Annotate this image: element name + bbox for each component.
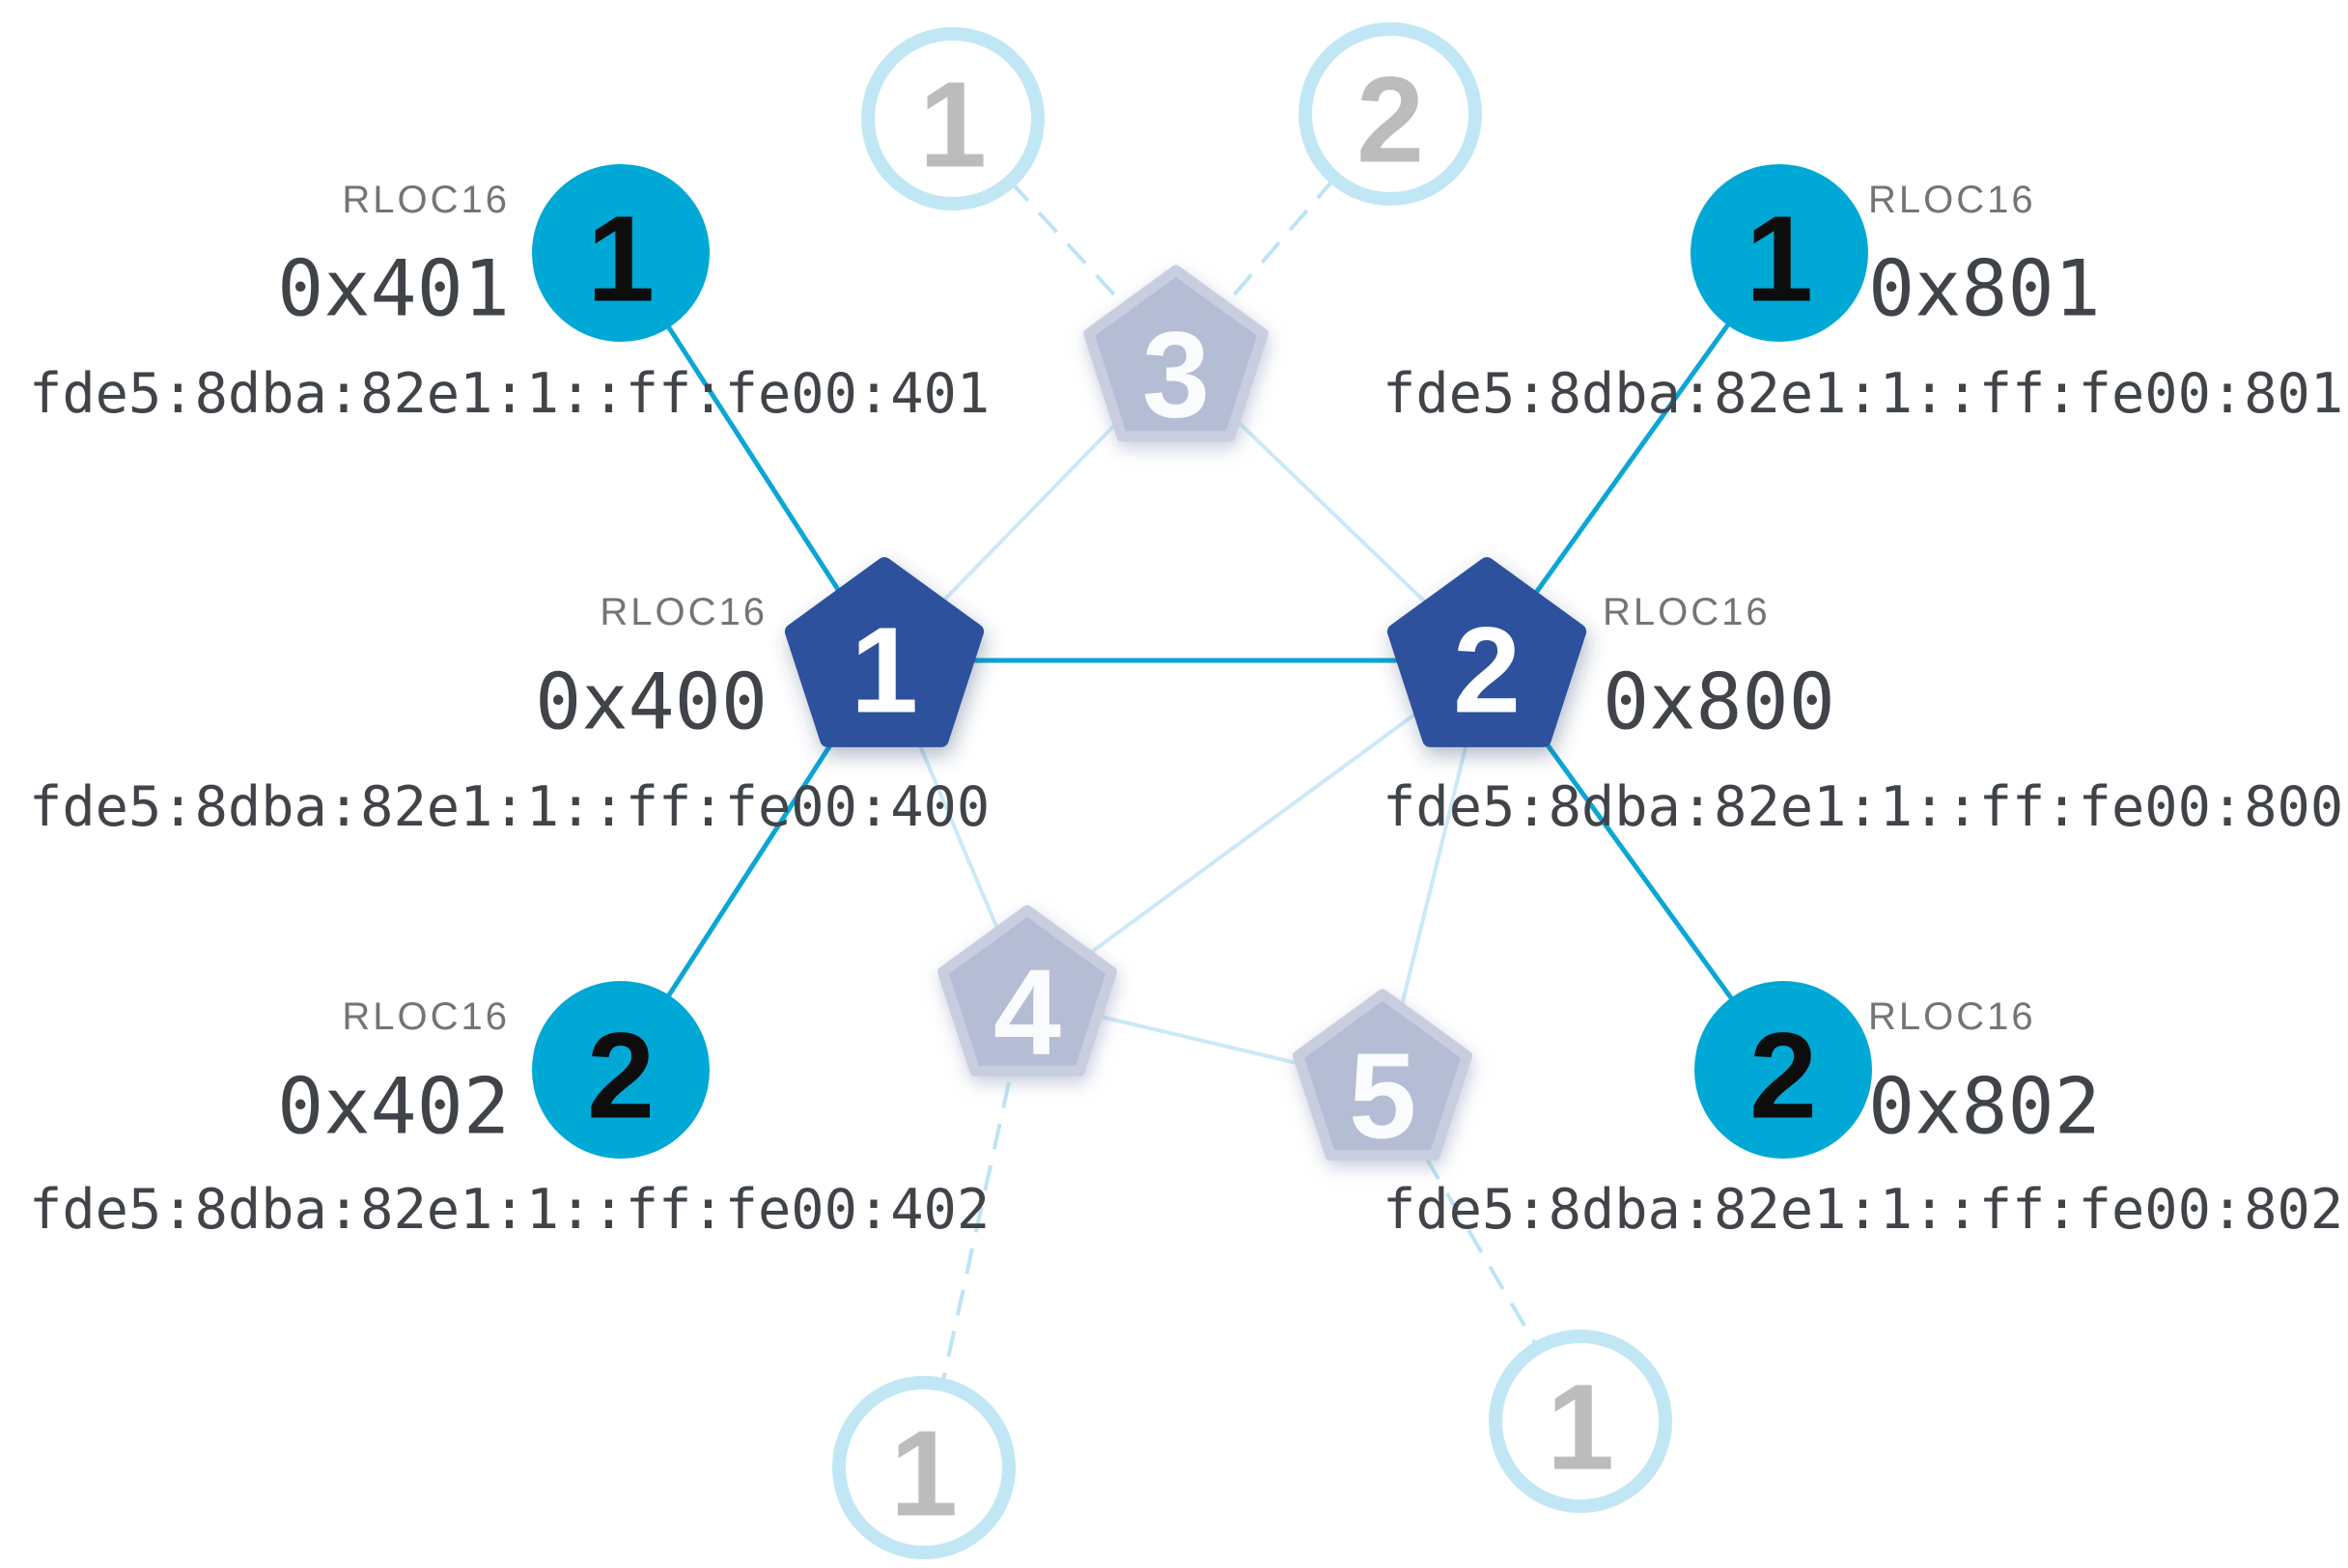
rloc16-value-401: 0x401 — [277, 244, 510, 334]
ipv6-address-802: fde5:8dba:82e1:1::ff:fe00:802 — [1383, 1178, 2343, 1242]
faded-child-node-top-right — [1299, 22, 1482, 206]
child-number-801: 1 — [1746, 191, 1813, 327]
child-node-801 — [1691, 164, 1868, 342]
router-number-5: 5 — [1349, 1028, 1416, 1164]
child-node-802 — [1694, 981, 1872, 1159]
router-node-5 — [1293, 989, 1472, 1161]
ipv6-address-402: fde5:8dba:82e1:1::ff:fe00:402 — [29, 1178, 990, 1242]
router-number-4: 4 — [993, 944, 1061, 1080]
router-node-2 — [1386, 557, 1587, 747]
ipv6-address-801: fde5:8dba:82e1:1::ff:fe00:801 — [1383, 362, 2343, 426]
rloc16-caption-800: RLOC16 — [1603, 591, 1771, 633]
router-number-3: 3 — [1142, 307, 1210, 443]
link-router2-router4 — [1025, 659, 1489, 1001]
child-node-402 — [532, 981, 710, 1159]
router-node-4 — [937, 905, 1117, 1077]
router-node-3 — [1083, 265, 1269, 442]
child-number-802: 2 — [1749, 1008, 1817, 1144]
faded-child-number: 1 — [890, 1406, 958, 1542]
rloc16-value-800: 0x800 — [1603, 658, 1835, 747]
rloc16-value-400: 0x400 — [535, 658, 768, 747]
child-number-401: 1 — [587, 191, 655, 327]
faded-child-node-bottom-left — [832, 1376, 1016, 1559]
faded-child-number: 1 — [1547, 1359, 1614, 1496]
ipv6-address-800: fde5:8dba:82e1:1::ff:fe00:800 — [1383, 775, 2343, 839]
rloc16-caption-400: RLOC16 — [600, 591, 768, 633]
faded-child-number: 2 — [1356, 52, 1424, 188]
child-number-402: 2 — [587, 1008, 655, 1144]
rloc16-value-402: 0x402 — [277, 1062, 510, 1152]
rloc16-caption-402: RLOC16 — [342, 995, 510, 1038]
faded-child-node-bottom-right — [1489, 1330, 1672, 1513]
child-node-401 — [532, 164, 710, 342]
faded-child-number: 1 — [919, 57, 987, 193]
router-number-1: 1 — [851, 602, 918, 739]
mesh-nodes — [532, 22, 1872, 1559]
rloc16-caption-801: RLOC16 — [1868, 179, 2036, 221]
ipv6-address-401: fde5:8dba:82e1:1::ff:fe00:401 — [29, 362, 990, 426]
ipv6-address-400: fde5:8dba:82e1:1::ff:fe00:400 — [29, 775, 990, 839]
node-numbers: 1 2 1 1 3 4 5 1 2 1 1 2 2 — [587, 52, 1817, 1542]
rloc16-value-802: 0x802 — [1868, 1062, 2101, 1152]
faded-child-node-top-left — [861, 27, 1045, 210]
router-node-1 — [784, 557, 985, 747]
rloc16-value-801: 0x801 — [1868, 244, 2101, 334]
address-labels: RLOC16 0x401 fde5:8dba:82e1:1::ff:fe00:4… — [29, 179, 2343, 1242]
rloc16-caption-802: RLOC16 — [1868, 995, 2036, 1038]
rloc16-caption-401: RLOC16 — [342, 179, 510, 221]
router-number-2: 2 — [1453, 602, 1521, 739]
